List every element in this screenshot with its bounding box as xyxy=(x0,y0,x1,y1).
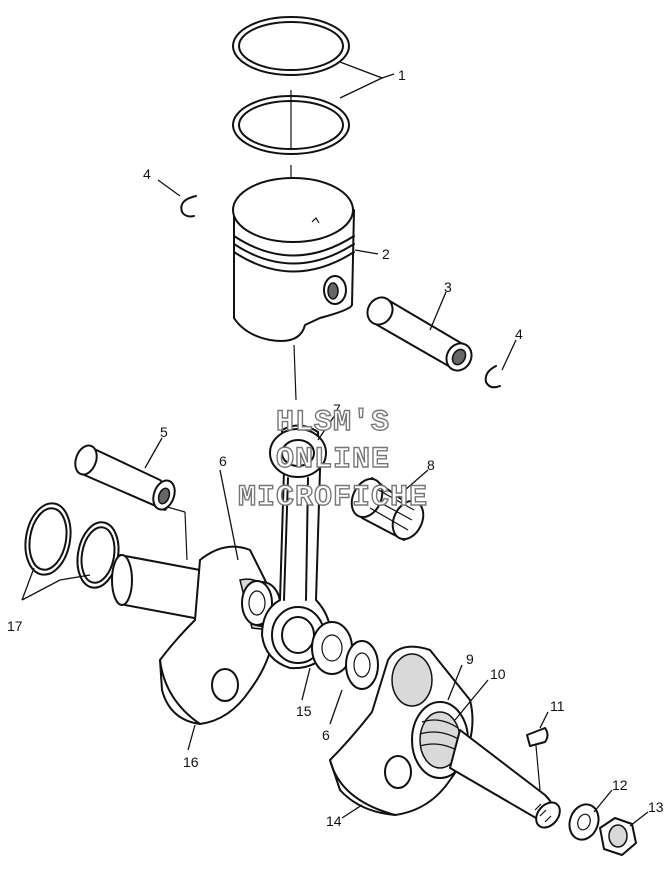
callout-9: 9 xyxy=(466,651,474,667)
callout-6-upper: 6 xyxy=(219,453,227,469)
connecting-rod xyxy=(261,424,332,670)
callout-6-lower: 6 xyxy=(322,727,330,743)
watermark-line-3: MICROFICHE xyxy=(238,481,428,515)
woodruff-key xyxy=(526,727,549,747)
small-end-needle-bearing xyxy=(350,477,425,541)
callout-15: 15 xyxy=(296,703,312,719)
piston-ring-lower xyxy=(232,95,350,155)
callout-16: 16 xyxy=(183,754,199,770)
callout-5: 5 xyxy=(160,424,168,440)
right-crankshaft-half xyxy=(329,645,561,829)
watermark-line-1: HLSM'S xyxy=(276,406,390,440)
thrust-washer-right xyxy=(345,640,379,690)
callout-4-left: 4 xyxy=(143,166,151,182)
watermark: HLSM'S ONLINE MICROFICHE xyxy=(237,405,428,515)
left-crankshaft-half xyxy=(111,545,281,725)
callout-7: 7 xyxy=(333,401,341,417)
callout-10: 10 xyxy=(490,666,506,682)
thrust-washer-left xyxy=(241,580,273,626)
callout-14: 14 xyxy=(326,813,342,829)
callout-labels: 1 2 3 4 4 5 6 6 7 8 9 10 11 12 13 14 15 … xyxy=(7,67,664,829)
callout-17: 17 xyxy=(7,618,23,634)
crank-pin xyxy=(74,444,176,511)
callout-12: 12 xyxy=(612,777,628,793)
wrist-pin xyxy=(366,296,473,372)
circlip-right xyxy=(484,365,501,389)
callout-2: 2 xyxy=(382,246,390,262)
piston xyxy=(232,177,355,342)
circlip-left xyxy=(180,195,197,218)
big-end-bearing xyxy=(311,621,353,675)
flywheel-washer xyxy=(568,803,600,841)
callout-13: 13 xyxy=(648,799,664,815)
watermark-line-2: ONLINE xyxy=(276,443,390,477)
callout-1: 1 xyxy=(398,67,406,83)
callout-8: 8 xyxy=(427,457,435,473)
callout-4-right: 4 xyxy=(515,326,523,342)
callout-3: 3 xyxy=(444,279,452,295)
crank-seal-outer xyxy=(24,502,72,576)
callout-11: 11 xyxy=(550,698,565,714)
leader-lines xyxy=(21,61,649,827)
flywheel-nut xyxy=(599,817,637,856)
piston-ring-upper xyxy=(232,16,350,76)
